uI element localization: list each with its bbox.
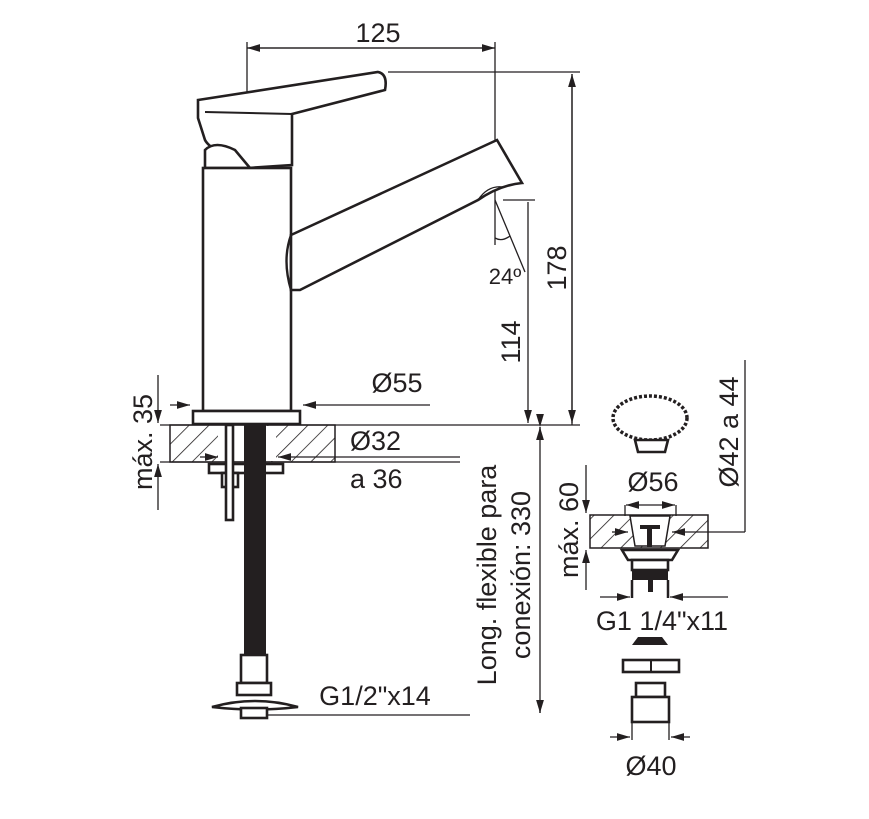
spout-angle-label: 24º [489,264,522,289]
total-height-label: 178 [542,245,572,290]
max-counter-thickness-label: máx. 35 [128,394,158,490]
flexible-hose [207,423,299,720]
flex-hose-label-2: conexión: 330 [506,491,536,659]
drain-thread-label: G1 1/4"x11 [596,606,728,636]
hose-thread-label: G1/2"x14 [319,681,431,711]
drain-assembly [589,394,709,724]
plug-diameter-label: Ø56 [627,467,678,497]
max-sink-thickness-label: máx. 60 [554,482,584,578]
width-dimension: 125 [246,18,496,245]
drain-hole-diameter-label: Ø42 a 44 [714,376,744,487]
hole-diameter-label-1: Ø32 [350,426,401,456]
hole-diameter-label-2: a 36 [350,464,403,494]
spout-height-label: 114 [496,320,526,363]
width-label: 125 [355,18,400,48]
faucet-body [191,70,525,426]
drain-outlet-diameter-label: Ø40 [625,751,676,781]
base-diameter-label: Ø55 [371,368,422,398]
flex-hose-label-1: Long. flexible para [472,464,502,686]
